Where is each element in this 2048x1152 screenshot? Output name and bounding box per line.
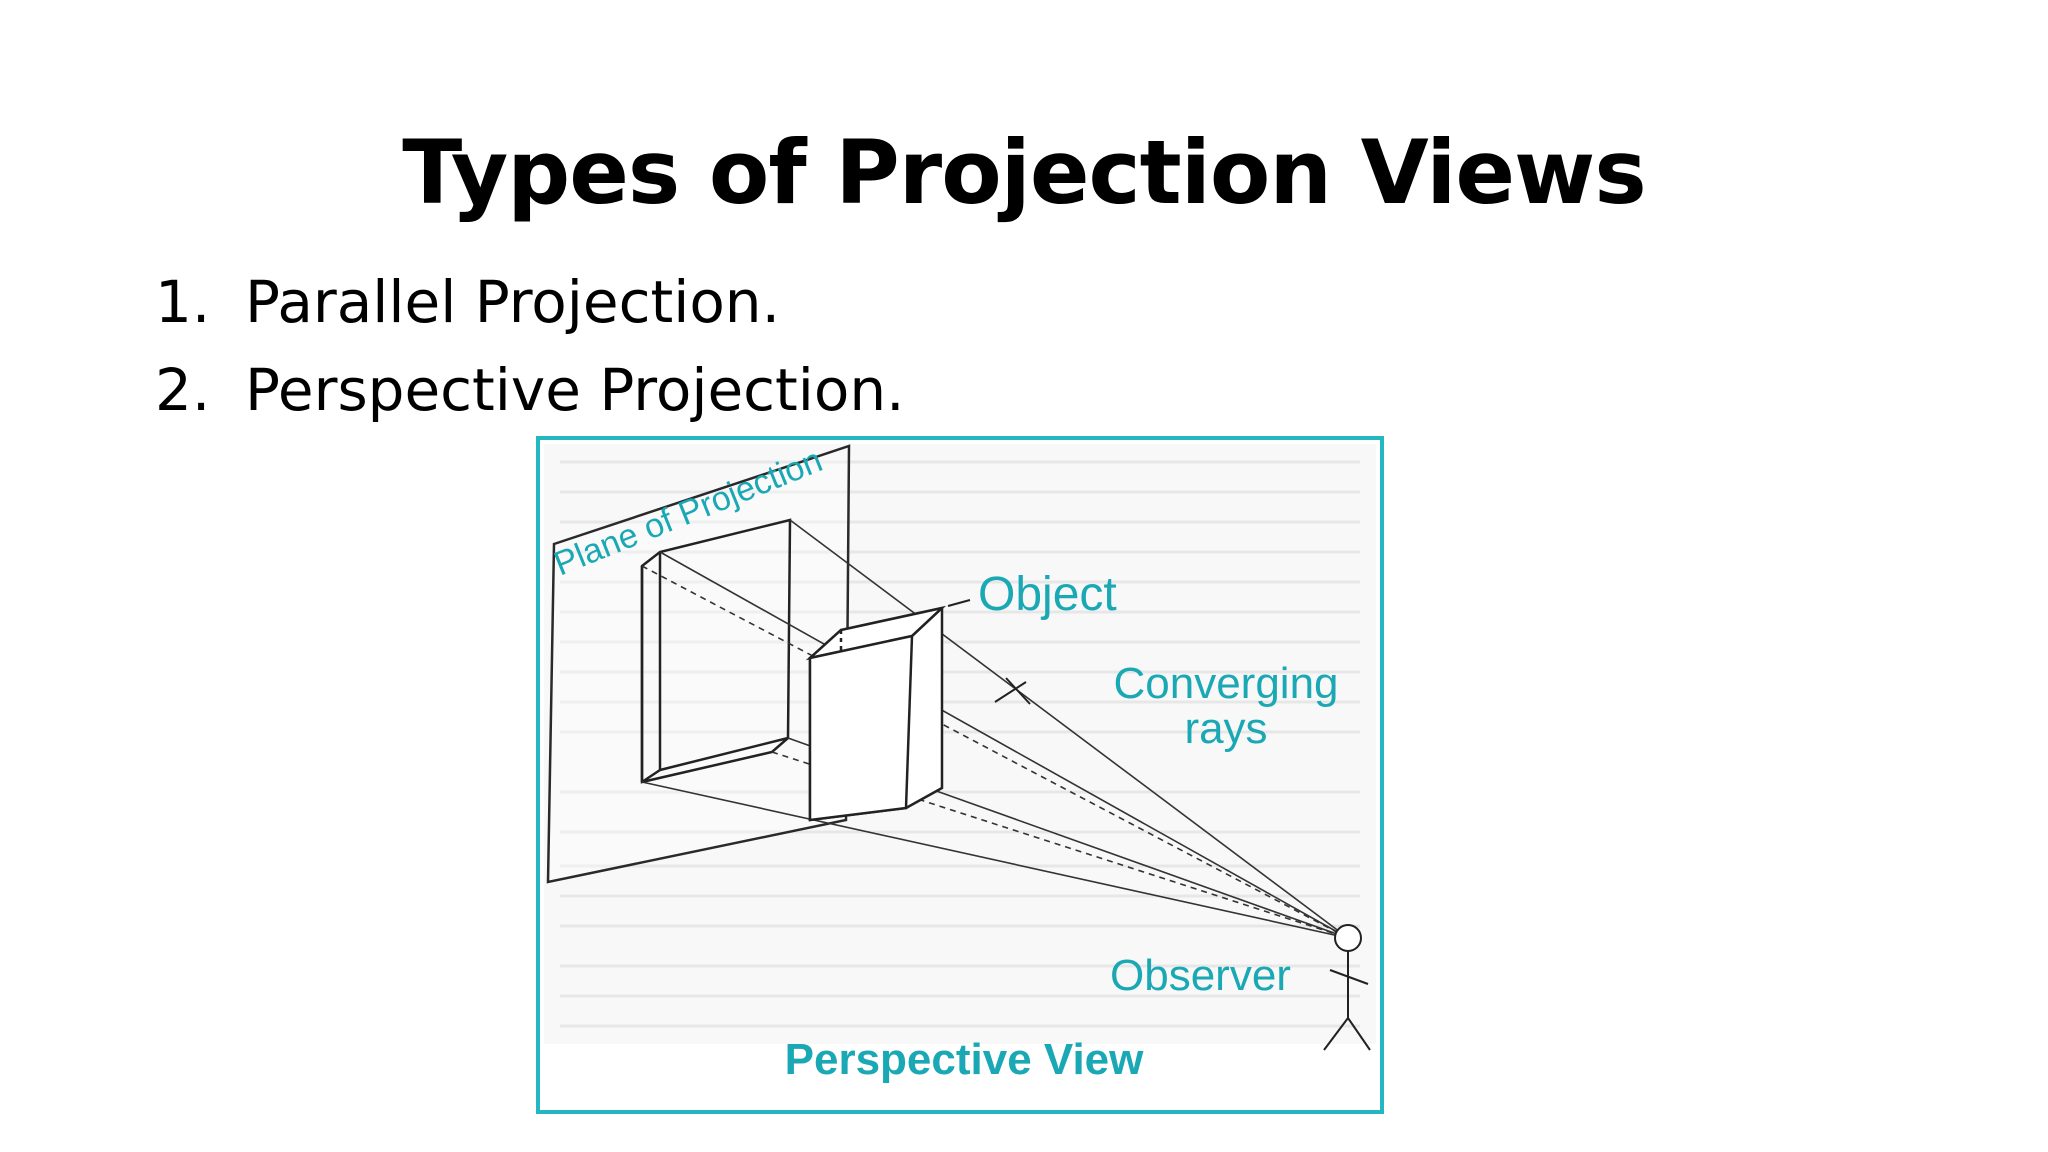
observer-label: Observer xyxy=(1110,951,1291,1000)
perspective-diagram: Plane of Projection Object Converging ra… xyxy=(544,441,1376,1084)
projection-plane xyxy=(546,444,851,884)
observer-figure-icon xyxy=(1323,924,1371,1051)
list-number: 1. xyxy=(155,268,211,336)
label-leaders xyxy=(947,599,1031,705)
background-scan-texture xyxy=(544,444,1376,1044)
slide-title: Types of Projection Views xyxy=(402,121,1646,224)
rays-label-line1: Converging xyxy=(1113,659,1338,708)
perspective-view-figure: Plane of Projection Object Converging ra… xyxy=(536,436,1384,1114)
list-label: Perspective Projection. xyxy=(245,356,905,424)
rays-label-line2: rays xyxy=(1184,704,1267,753)
object-box xyxy=(805,605,947,822)
object-label: Object xyxy=(978,568,1117,621)
figure-caption: Perspective View xyxy=(785,1035,1145,1084)
list-label: Parallel Projection. xyxy=(245,268,780,336)
list-number: 2. xyxy=(155,356,211,424)
